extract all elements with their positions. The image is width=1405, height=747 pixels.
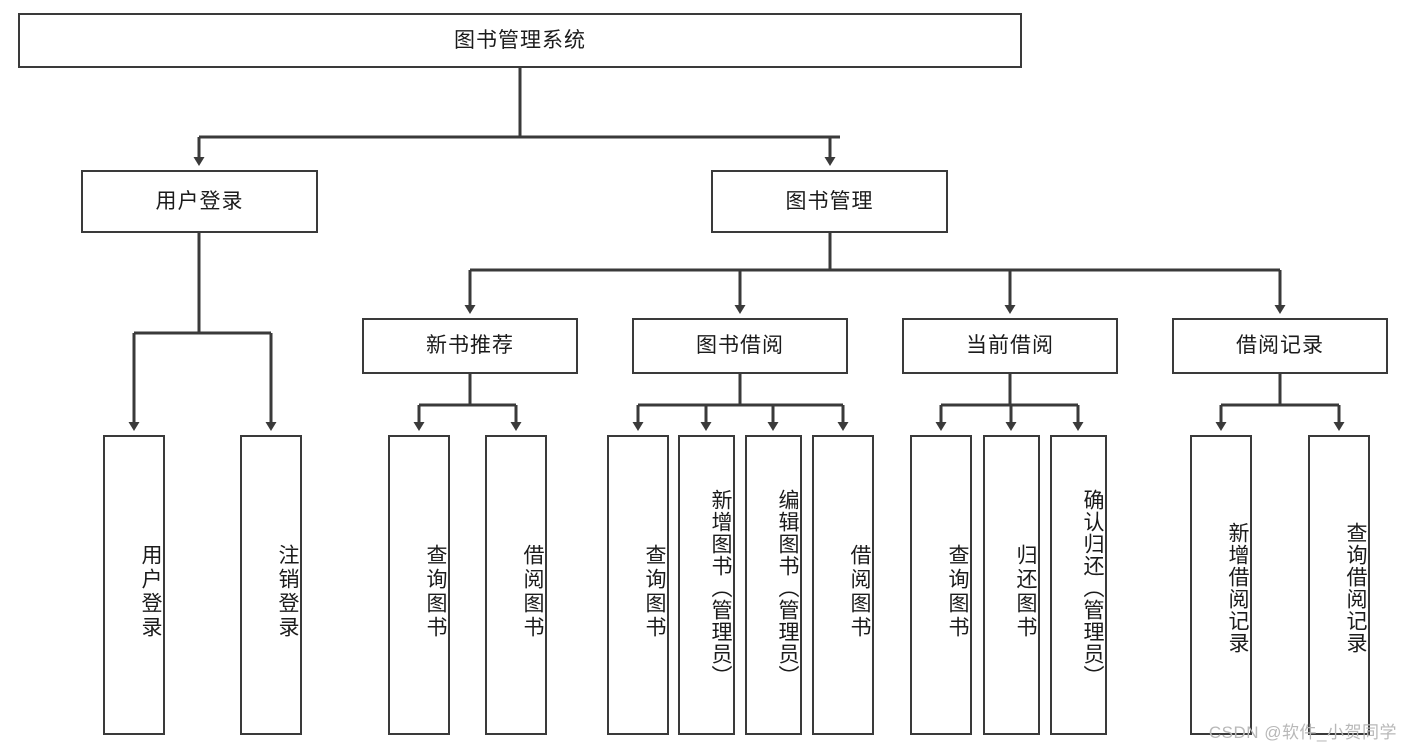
csdn-watermark: CSDN @软件_小贺同学 — [1208, 723, 1397, 742]
leaf-current-confirm-return-admin[interactable]: 确认归还（管理员） — [1050, 435, 1107, 735]
node-current-borrow[interactable]: 当前借阅 — [902, 318, 1118, 374]
leaf-borrow-add-book-admin[interactable]: 新增图书（管理员） — [678, 435, 735, 735]
leaf-current-query-book[interactable]: 查询图书 — [910, 435, 972, 735]
node-root[interactable]: 图书管理系统 — [18, 13, 1022, 68]
leaf-recommend-borrow-book[interactable]: 借阅图书 — [485, 435, 547, 735]
node-new-book-recommend[interactable]: 新书推荐 — [362, 318, 578, 374]
node-user-login[interactable]: 用户登录 — [81, 170, 318, 233]
node-book-manage[interactable]: 图书管理 — [711, 170, 948, 233]
leaf-record-query[interactable]: 查询借阅记录 — [1308, 435, 1370, 735]
node-book-borrow[interactable]: 图书借阅 — [632, 318, 848, 374]
leaf-user-logout[interactable]: 注销登录 — [240, 435, 302, 735]
leaf-current-return-book[interactable]: 归还图书 — [983, 435, 1040, 735]
leaf-record-add[interactable]: 新增借阅记录 — [1190, 435, 1252, 735]
leaf-recommend-query-book[interactable]: 查询图书 — [388, 435, 450, 735]
leaf-borrow-lend-book[interactable]: 借阅图书 — [812, 435, 874, 735]
leaf-borrow-edit-book-admin[interactable]: 编辑图书（管理员） — [745, 435, 802, 735]
leaf-user-login[interactable]: 用户登录 — [103, 435, 165, 735]
leaf-borrow-query-book[interactable]: 查询图书 — [607, 435, 669, 735]
node-borrow-record[interactable]: 借阅记录 — [1172, 318, 1388, 374]
